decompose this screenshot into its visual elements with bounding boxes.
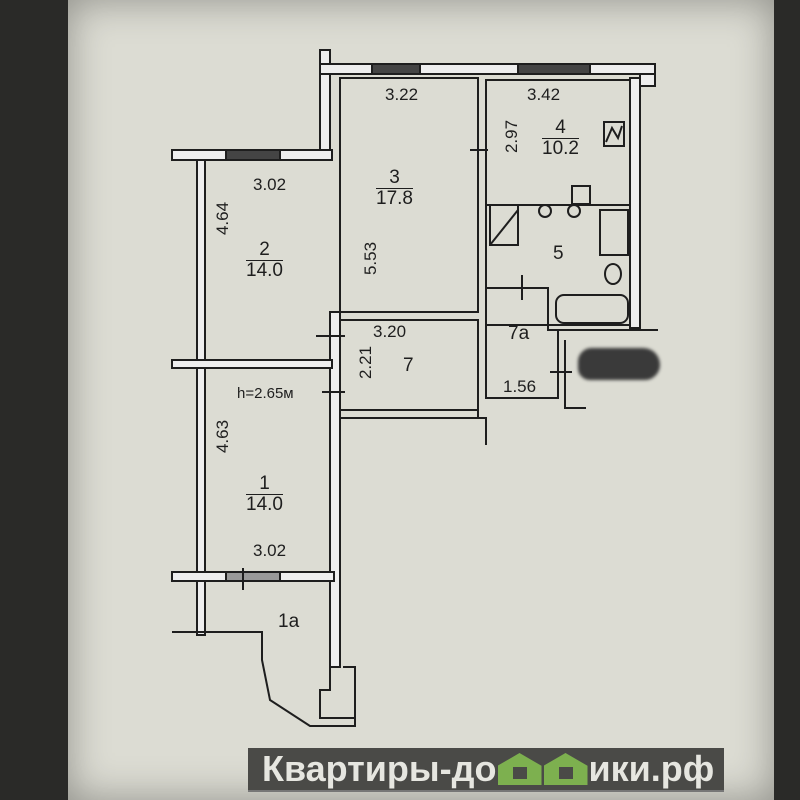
room-3-width: 3.22 [385, 85, 419, 104]
redacted-mark [578, 348, 660, 380]
watermark-text-right: ики.рф [588, 748, 715, 789]
room-7-label: 7 [403, 355, 414, 376]
wall [319, 63, 656, 75]
room-7a-label: 7а [508, 323, 530, 344]
room-5-outline [485, 204, 631, 326]
house-icon [543, 753, 588, 785]
room-7a-width: 1.56 [503, 377, 537, 396]
room-3-outline [339, 77, 479, 313]
room-4-width: 3.42 [527, 85, 561, 104]
room-5-label: 5 [553, 243, 564, 264]
room-2-width: 3.02 [253, 175, 287, 194]
stove [603, 121, 625, 147]
room-3-length: 5.53 [361, 241, 381, 276]
window [371, 63, 421, 75]
room-1a-label: 1a [278, 611, 300, 632]
watermark-text-left: Квартиры-до [262, 748, 497, 789]
ceiling-height: h=2.65м [237, 385, 294, 402]
room-7-length: 2.21 [356, 345, 376, 380]
room-2-length: 4.64 [213, 201, 233, 236]
room-1-length: 4.63 [213, 419, 233, 454]
balcony-1a-outline [172, 581, 356, 727]
wall [171, 359, 333, 369]
wall [629, 77, 641, 329]
room-4-length: 2.97 [502, 119, 522, 154]
house-icon [497, 753, 542, 785]
window [517, 63, 591, 75]
wall [639, 73, 656, 87]
room-7-width: 3.20 [373, 322, 407, 341]
window [225, 149, 281, 161]
room-1-width: 3.02 [253, 541, 287, 560]
wall [196, 159, 206, 636]
paper-background [68, 0, 774, 800]
watermark: Квартиры-до ики.рф [248, 748, 724, 792]
